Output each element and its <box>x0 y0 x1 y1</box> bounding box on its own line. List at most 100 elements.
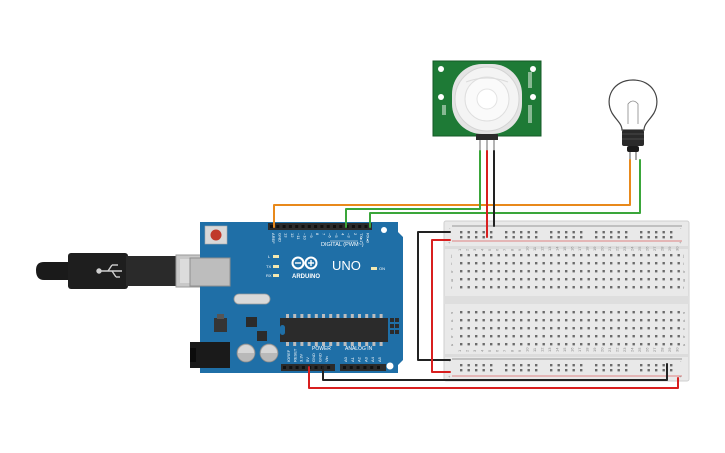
header-pin-hole[interactable] <box>314 225 318 228</box>
header-pin-hole[interactable] <box>326 225 330 228</box>
usb-icon <box>96 264 122 278</box>
column-number: 14 <box>555 347 560 352</box>
wire-red-rail[interactable] <box>431 239 451 373</box>
column-number: 26 <box>645 347 650 352</box>
header-pin-hole[interactable] <box>270 225 273 228</box>
header-pin-hole[interactable] <box>314 366 318 369</box>
wire-green-pir[interactable] <box>345 150 481 228</box>
header-pin-hole[interactable] <box>351 225 355 228</box>
rail-plus-label: + <box>448 240 451 245</box>
analog-pin-label: A3 <box>363 356 368 362</box>
wires <box>273 150 679 389</box>
analog-header-label: ANALOG IN <box>345 346 373 352</box>
analog-pin-label: A2 <box>357 356 362 362</box>
header-pin-hole[interactable] <box>295 366 299 369</box>
digital-pin-label: ~5 <box>334 233 339 238</box>
column-number: 17 <box>577 347 582 352</box>
header-pin-hole[interactable] <box>345 225 349 228</box>
header-pin-hole[interactable] <box>333 225 336 228</box>
column-number: 17 <box>577 246 582 251</box>
column-number: 9 <box>517 349 522 352</box>
digital-pin-label: ~10 <box>303 233 308 241</box>
column-number: 2 <box>465 248 470 251</box>
digital-header <box>268 223 372 230</box>
light-bulb[interactable] <box>608 79 658 160</box>
header-pin-hole[interactable] <box>288 225 292 228</box>
digital-pin-label: ~3 <box>347 233 352 238</box>
header-pin-hole[interactable] <box>343 366 346 369</box>
analog-pin-label: A1 <box>350 356 355 362</box>
dc-power-jack <box>190 342 230 368</box>
header-pin-hole[interactable] <box>327 366 331 369</box>
column-number: 11 <box>532 246 537 251</box>
mounting-hole <box>386 362 394 370</box>
brand-text: ARDUINO <box>292 274 320 280</box>
rail-minus-label: - <box>680 358 682 363</box>
power-led-label: ON <box>379 266 385 271</box>
row-letter: h <box>451 269 453 274</box>
column-number: 24 <box>630 246 635 251</box>
digital-pin-label: 8 <box>315 233 320 236</box>
column-number: 25 <box>637 347 642 352</box>
row-letter: d <box>683 318 685 323</box>
header-pin-hole[interactable] <box>283 366 286 369</box>
column-number: 22 <box>615 347 620 352</box>
digital-pin-label: AREF <box>271 233 276 244</box>
header-pin-hole[interactable] <box>356 366 360 369</box>
power-led <box>371 267 377 270</box>
digital-pin-label: 13 <box>284 233 289 238</box>
header-pin-hole[interactable] <box>364 225 368 228</box>
header-pin-hole[interactable] <box>307 225 311 228</box>
header-pin-hole[interactable] <box>289 366 293 369</box>
breadboard-column-numbers: 1122334455667788991010111112121313141415… <box>457 246 680 352</box>
row-letter: b <box>451 334 454 339</box>
icsp-header-main <box>390 318 399 334</box>
column-number: 4 <box>480 248 485 251</box>
regulator-chip <box>246 317 257 327</box>
wire-red-5v[interactable] <box>308 366 679 389</box>
pir-motion-sensor[interactable] <box>432 60 542 151</box>
row-letter: h <box>683 269 685 274</box>
analog-pin-label: A5 <box>377 356 382 362</box>
header-pin-hole[interactable] <box>320 225 324 228</box>
atmega-chip <box>280 314 388 346</box>
column-number: 12 <box>540 246 545 251</box>
reset-button[interactable] <box>204 225 228 245</box>
digital-pin-label: 4 <box>340 233 345 236</box>
row-letter: j <box>450 253 452 258</box>
wire-orange[interactable] <box>273 159 631 228</box>
header-pin-hole[interactable] <box>295 225 299 228</box>
row-letter: a <box>451 342 454 347</box>
header-pin-hole[interactable] <box>358 225 362 228</box>
breadboard-holes <box>460 231 680 372</box>
column-number: 1 <box>457 248 462 251</box>
voltage-regulator <box>214 318 227 332</box>
power-pin-label: 3.3V <box>299 353 304 362</box>
row-letter: d <box>451 318 453 323</box>
rail-plus-label: + <box>679 374 682 379</box>
header-pin-hole[interactable] <box>339 225 343 228</box>
header-pin-hole[interactable] <box>276 225 280 228</box>
header-pin-hole[interactable] <box>349 366 353 369</box>
column-number: 16 <box>570 246 575 251</box>
digital-pin-label: ~9 <box>309 233 314 238</box>
wire-green-bulb[interactable] <box>369 159 641 228</box>
column-number: 11 <box>532 347 537 352</box>
wire-black-gnd[interactable] <box>322 363 668 381</box>
wire-black-rail[interactable] <box>417 231 451 361</box>
header-pin-hole[interactable] <box>370 366 374 369</box>
header-pin-hole[interactable] <box>363 366 367 369</box>
header-pin-hole[interactable] <box>301 225 305 228</box>
digital-pin-label: 2 <box>353 233 358 236</box>
row-letter: i <box>683 261 684 266</box>
column-number: 5 <box>487 248 492 251</box>
row-letter: a <box>683 342 686 347</box>
header-pin-hole[interactable] <box>377 366 380 369</box>
header-pin-hole[interactable] <box>301 366 305 369</box>
header-pin-hole[interactable] <box>282 225 286 228</box>
